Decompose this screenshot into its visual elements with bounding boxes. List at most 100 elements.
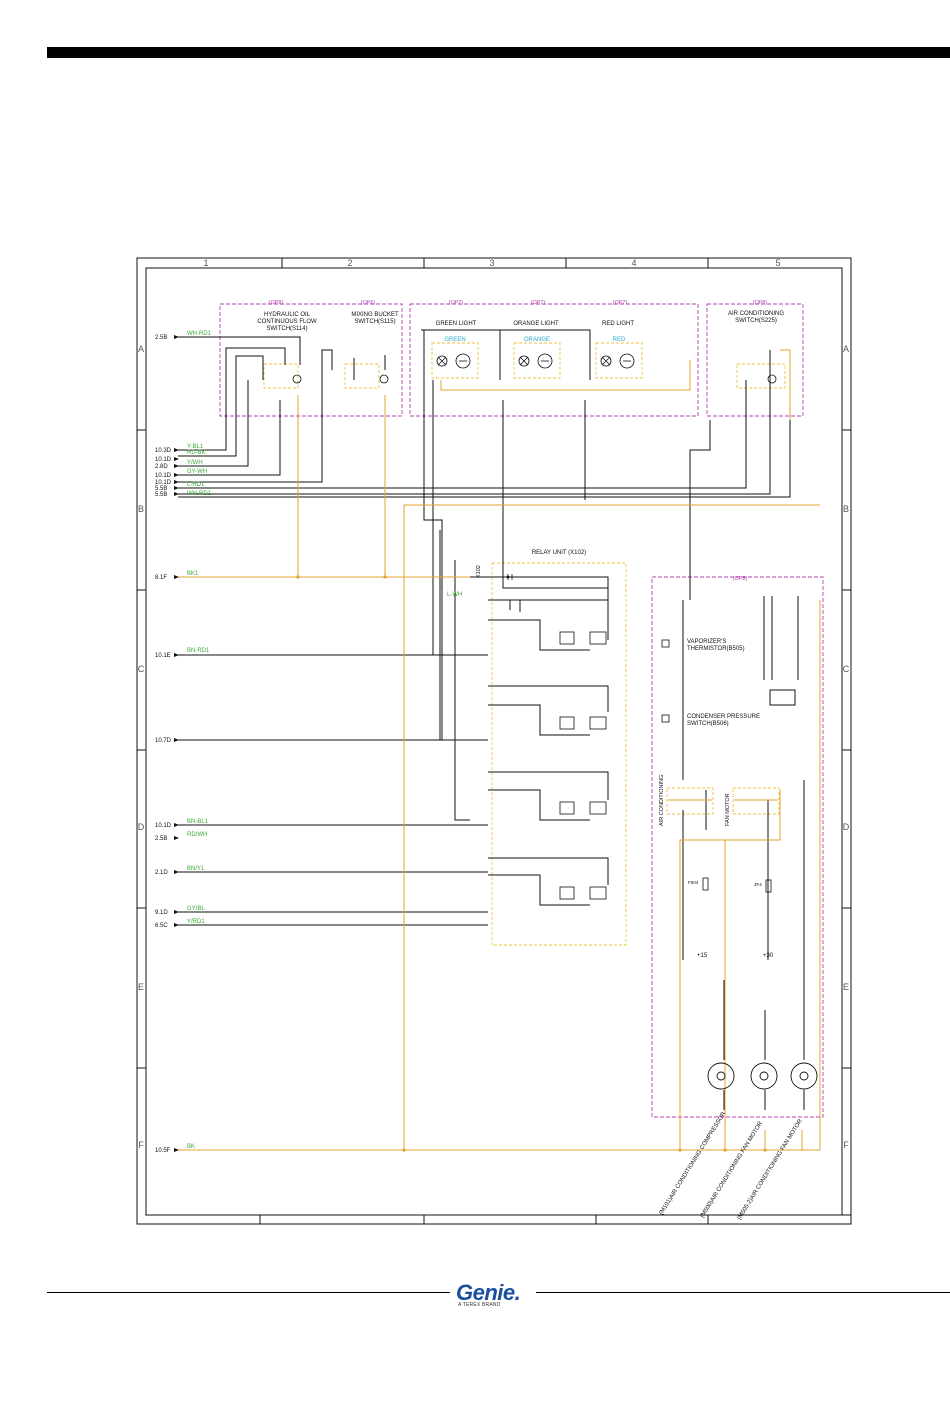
wire-wh-rd2: WH-RD1 xyxy=(187,491,212,497)
wire-y-bl: Y-BL1 xyxy=(187,444,204,450)
row-label: C xyxy=(138,664,145,674)
row-label: D xyxy=(138,822,145,832)
wire-wh-rd: WH-RD1 xyxy=(187,331,212,337)
group-label-op7-b: (OP7) xyxy=(531,300,546,306)
column-label: 2 xyxy=(347,258,352,268)
hyd-switch-line3: SWITCH(S114) xyxy=(266,326,307,332)
reference-arrow xyxy=(174,1148,179,1152)
reference-arrow xyxy=(174,464,179,468)
group-boxes xyxy=(219,303,824,1118)
orange-light-title: ORANGE LIGHT xyxy=(513,321,559,327)
brand-tag: A TEREX BRAND xyxy=(458,1302,501,1308)
reference-label: 8.1F xyxy=(155,575,167,581)
wire-gy-bl: GY/BL xyxy=(187,906,205,912)
reference-arrow xyxy=(174,910,179,914)
green-light-label: GREEN xyxy=(444,337,465,343)
reference-label: 10.1D xyxy=(155,823,172,829)
row-label: E xyxy=(843,982,849,992)
reference-label: 10.1D xyxy=(155,480,172,486)
column-label: 1 xyxy=(203,258,208,268)
reference-arrow xyxy=(174,653,179,657)
group-label-op8-b: (OP8) xyxy=(753,300,768,306)
reference-arrow xyxy=(174,738,179,742)
fuse-plus15: +15 xyxy=(697,953,708,959)
red-light-title: RED LIGHT xyxy=(602,321,634,327)
motor-m5052-label: (M505.2)AIR CONDITIONING FAN MOTOR xyxy=(737,1118,805,1221)
relay-connector-label: X102 xyxy=(476,565,482,578)
footer-line-left xyxy=(47,1292,450,1293)
ac-switch-line2: SWITCH(S225) xyxy=(735,318,777,324)
reference-label: 9.1D xyxy=(155,910,168,916)
motor-m5052-symbol xyxy=(790,1062,818,1090)
wire-bk: BK1 xyxy=(187,571,199,577)
relay-unit-title: RELAY UNIT (X102) xyxy=(532,550,586,556)
wire-bn-y: BN/Y1 xyxy=(187,866,205,872)
row-label: A xyxy=(843,344,849,354)
mix-switch-line2: SWITCH(S115) xyxy=(354,319,395,325)
reference-arrow xyxy=(174,480,179,484)
group-label-op8: (OP8) xyxy=(269,300,284,306)
reference-label: 5.5B xyxy=(155,492,167,498)
black-wires xyxy=(178,329,805,1110)
reference-label: 2.8D xyxy=(155,464,168,470)
wire-bn-bl: BN-BL1 xyxy=(187,819,209,825)
mix-switch-line1: MIXING BUCKET xyxy=(351,312,399,318)
thermistor-line2: THERMISTOR(B505) xyxy=(687,646,745,652)
wire-rd-wh: RD/WH xyxy=(187,832,207,838)
column-dividers xyxy=(259,258,709,1224)
motor-m101-label: (M101)AIR CONDITIONING COMPRESSOR xyxy=(659,1111,728,1217)
condenser-line1: CONDENSER PRESSURE xyxy=(687,714,760,720)
header-bar xyxy=(47,47,950,58)
column-label: 3 xyxy=(489,258,494,268)
reference-label: 10.7D xyxy=(155,738,172,744)
group-label-op8-c: (OP8) xyxy=(733,576,748,582)
row-label: C xyxy=(843,664,850,674)
wire-rd-bk: RD-BK xyxy=(187,450,206,456)
brand-name: Genie. xyxy=(456,1280,521,1305)
reference-label: 10.1E xyxy=(155,653,171,659)
thermistor-line1: VAPORIZER'S xyxy=(687,639,726,645)
left-references: 2.5B10.3D10.1D2.8D10.1D10.1D5.5B5.5B8.1F… xyxy=(155,335,179,1154)
frame xyxy=(136,257,852,1225)
motor-m101-symbol xyxy=(707,1062,735,1090)
row-label: E xyxy=(138,982,144,992)
reference-label: 10.3D xyxy=(155,448,172,454)
reference-label: 10.1D xyxy=(155,457,172,463)
row-label: A xyxy=(138,344,144,354)
wire-f-bk: BK xyxy=(187,1144,195,1150)
reference-arrow xyxy=(174,836,179,840)
reference-arrow xyxy=(174,486,179,490)
motor-m500-symbol xyxy=(750,1062,778,1090)
wire-bn-rd: BN-RD1 xyxy=(187,648,210,654)
row-label: F xyxy=(843,1140,849,1150)
relay-fan-label: FAN MOTOR xyxy=(725,793,731,826)
fuse-f504: F504 xyxy=(688,880,699,885)
reference-arrow xyxy=(174,448,179,452)
reference-arrow xyxy=(174,492,179,496)
ac-switch-line1: AIR CONDITIONING xyxy=(728,311,784,317)
orange-wires xyxy=(178,349,821,1151)
relay-ac-label: AIR CONDITIONING xyxy=(659,775,665,826)
reference-label: 10.5F xyxy=(155,1148,171,1154)
hyd-switch-line2: CONTINUOUS FLOW xyxy=(257,319,317,325)
reference-label: 5.5B xyxy=(155,486,167,492)
reference-label: 2.5B xyxy=(155,836,167,842)
genie-logo: Genie. A TEREX BRAND xyxy=(456,1280,536,1310)
wire-l-rd: L-RD1 xyxy=(187,482,205,488)
group-label-op7-a: (OP7) xyxy=(449,300,464,306)
reference-arrow xyxy=(174,575,179,579)
row-label: B xyxy=(138,504,144,514)
wire-l-wh: L-WH xyxy=(447,592,462,598)
condenser-line2: SWITCH(B506) xyxy=(687,721,729,727)
row-dividers xyxy=(137,429,851,1069)
row-label: F xyxy=(138,1140,144,1150)
red-light-label: RED xyxy=(613,337,626,343)
wire-gy-wh: GY-WH xyxy=(187,469,207,475)
reference-label: 2.5B xyxy=(155,335,167,341)
reference-label: 6.5C xyxy=(155,923,168,929)
column-label: 5 xyxy=(775,258,780,268)
reference-arrow xyxy=(174,870,179,874)
